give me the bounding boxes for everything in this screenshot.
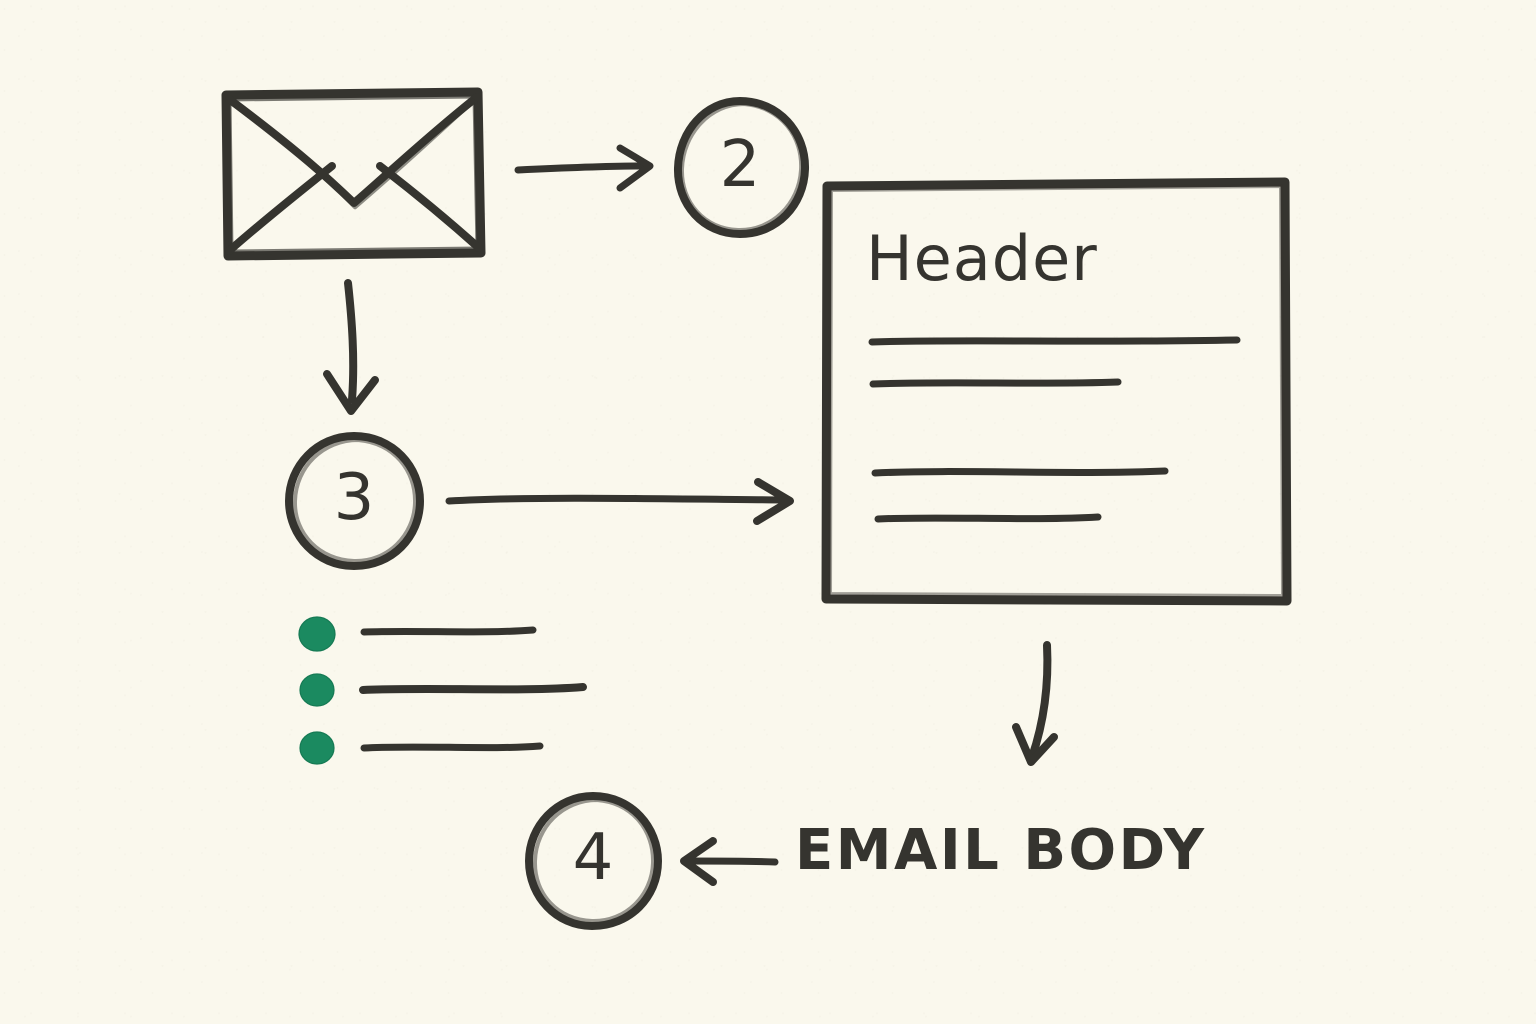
step-marker-3-label: 3 bbox=[333, 461, 375, 535]
header-card-content-lines bbox=[868, 336, 1241, 523]
bullet-line-1 bbox=[360, 626, 537, 636]
bullet-line-3 bbox=[360, 742, 544, 752]
step-marker-4-label: 4 bbox=[572, 821, 614, 895]
step-marker-2-label: 2 bbox=[719, 128, 761, 202]
arrow-envelope-to-3-icon bbox=[323, 279, 379, 415]
header-line-3 bbox=[871, 467, 1169, 477]
step-marker-4-circle bbox=[525, 792, 662, 930]
bullet-dot-2 bbox=[299, 673, 335, 707]
bullet-list bbox=[298, 616, 587, 765]
arrow-3-to-header-icon bbox=[445, 478, 794, 525]
header-card-box bbox=[821, 177, 1292, 606]
header-line-1 bbox=[868, 336, 1241, 346]
header-card-title: Header bbox=[866, 222, 1098, 295]
envelope-icon bbox=[221, 87, 486, 261]
arrow-header-to-body-icon bbox=[1012, 641, 1058, 766]
header-line-2 bbox=[869, 378, 1122, 388]
header-line-4 bbox=[874, 513, 1102, 523]
bullet-dot-3 bbox=[299, 731, 335, 765]
bullet-line-2 bbox=[359, 683, 587, 694]
email-body-label: EMAIL BODY bbox=[795, 818, 1207, 883]
arrow-envelope-to-2-icon bbox=[514, 144, 654, 192]
step-marker-3-circle bbox=[285, 432, 424, 570]
arrow-body-to-4-icon bbox=[680, 837, 779, 886]
step-marker-2-circle bbox=[673, 97, 810, 238]
bullet-dot-1 bbox=[298, 616, 336, 652]
